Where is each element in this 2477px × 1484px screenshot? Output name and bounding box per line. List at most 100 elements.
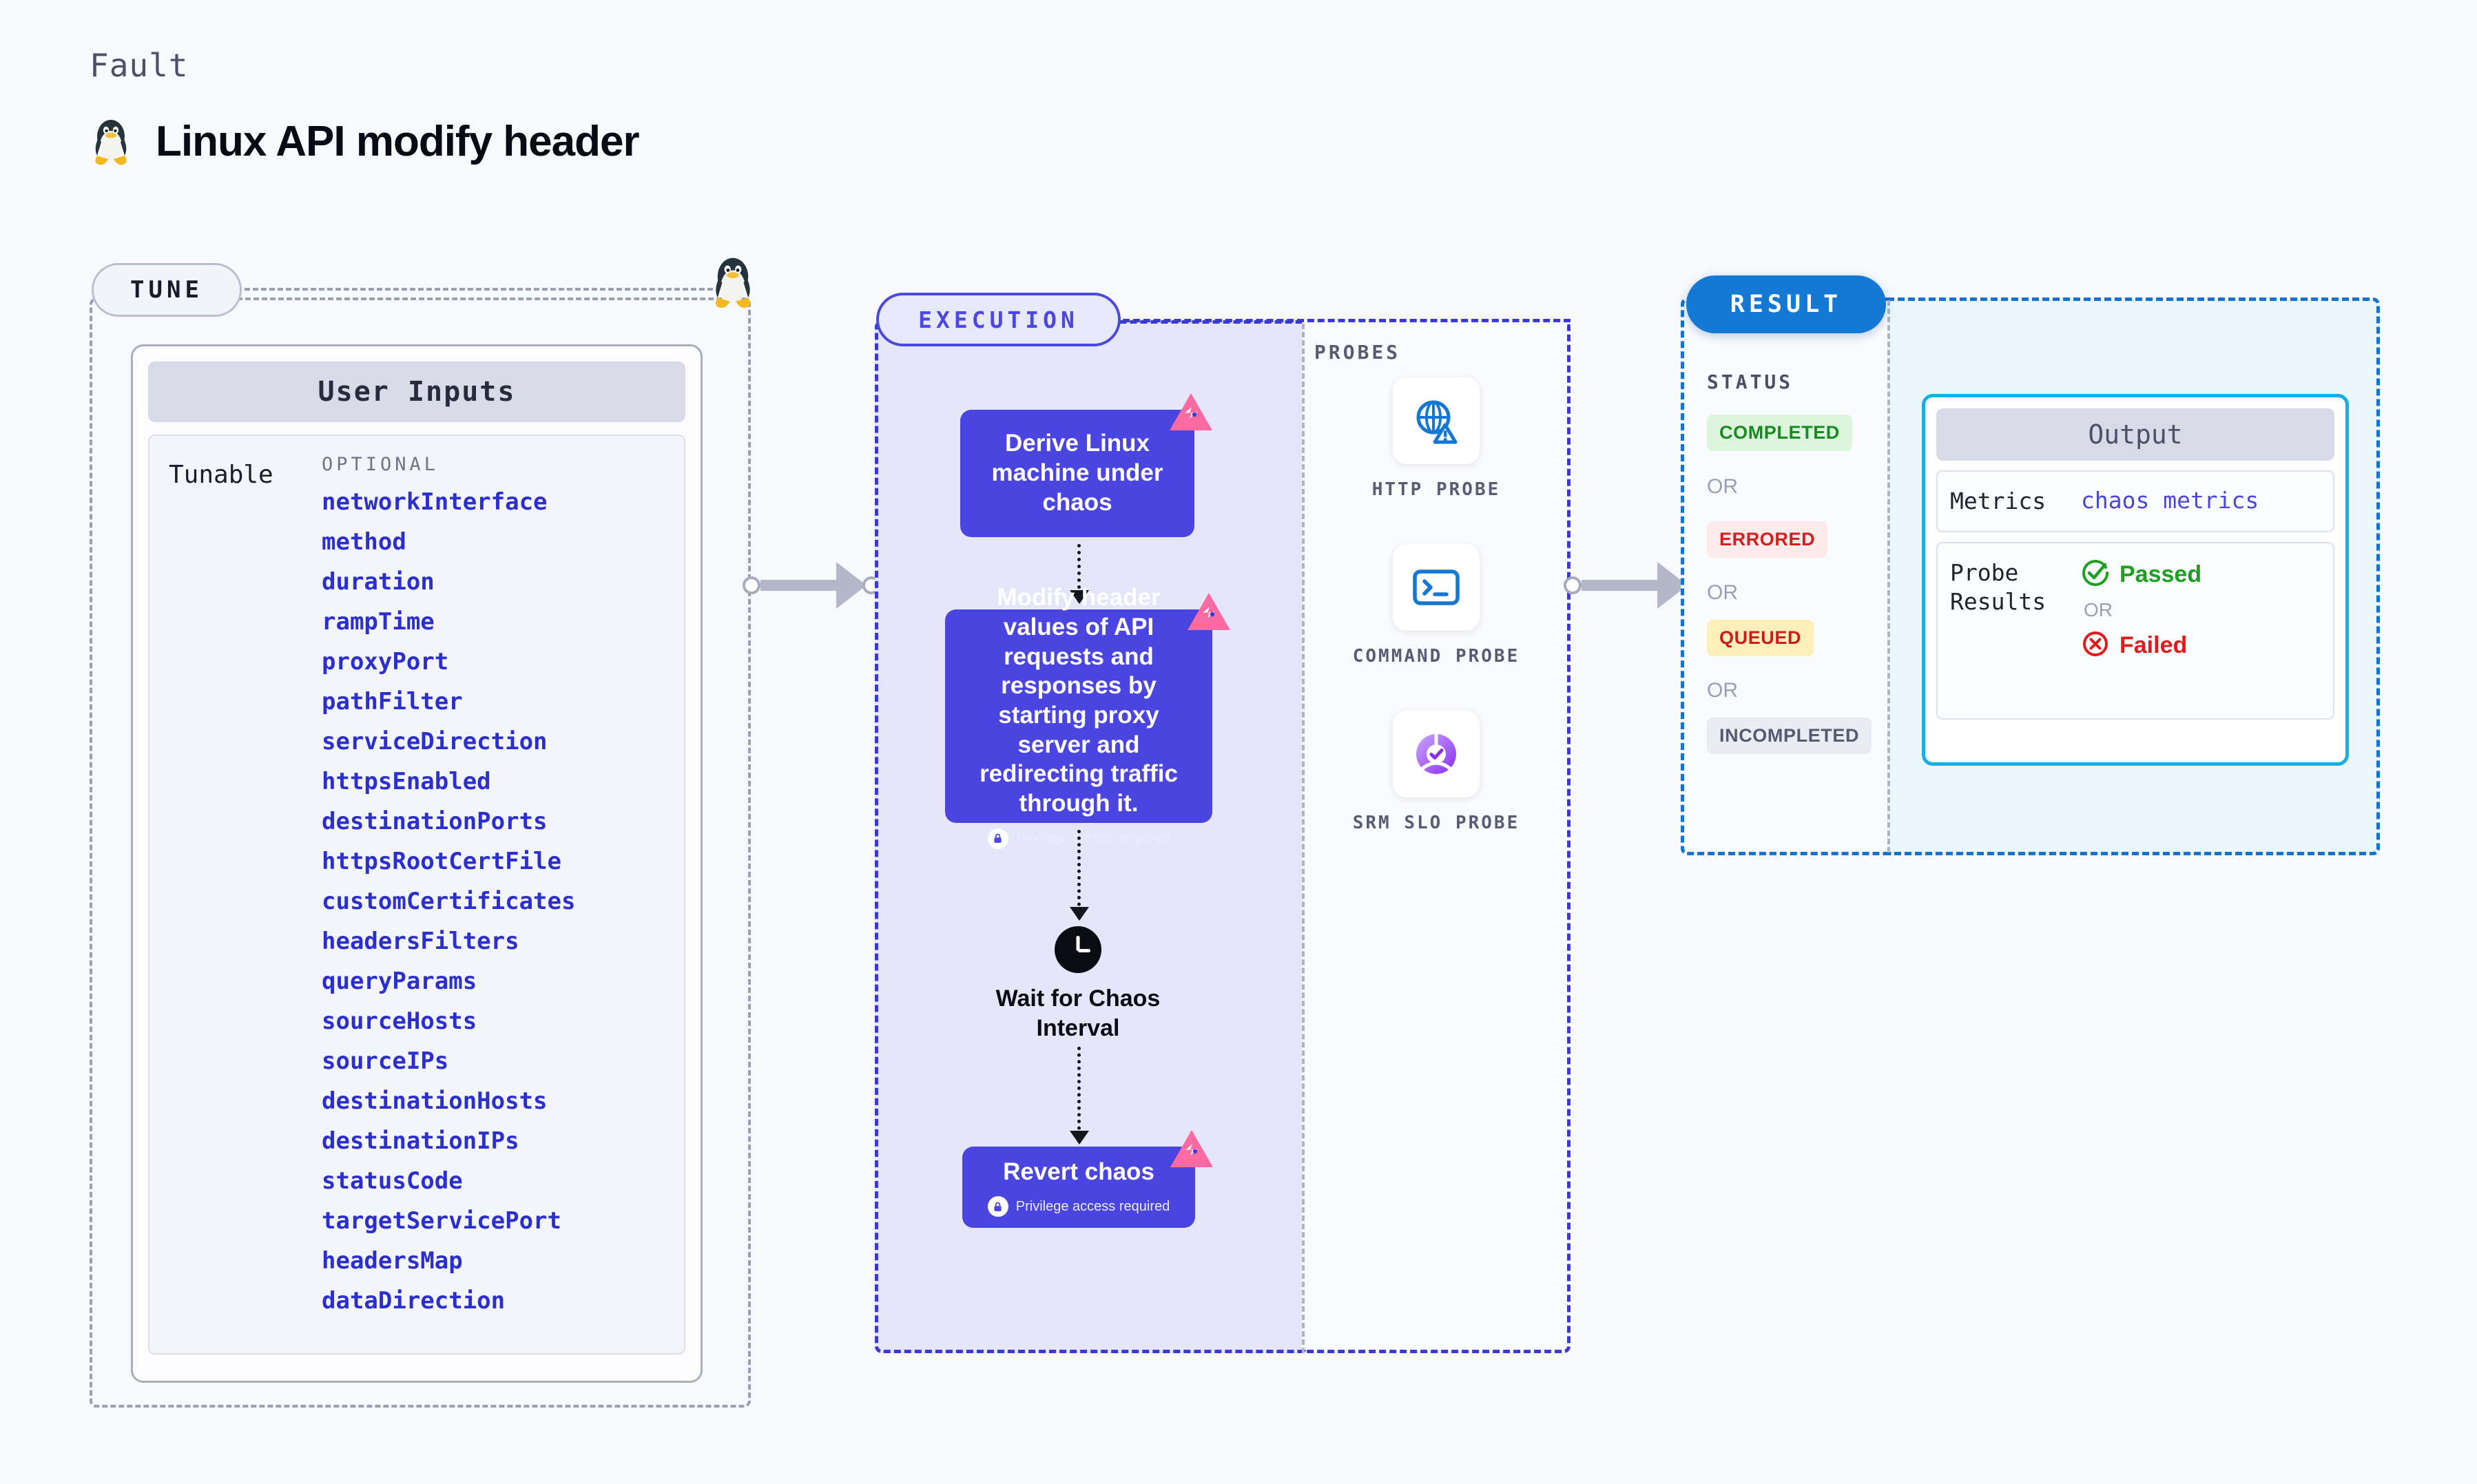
tune-section-label[interactable]: TUNE (92, 263, 242, 317)
probes-section-label: PROBES (1314, 341, 1401, 364)
param-item[interactable]: customCertificates (322, 888, 576, 915)
chaos-badge-icon (1186, 592, 1232, 636)
param-item[interactable]: headersMap (322, 1247, 463, 1275)
flow-arrow (1070, 1047, 1089, 1145)
param-item[interactable]: dataDirection (322, 1287, 506, 1315)
execution-connector-line (1123, 319, 1571, 322)
param-item[interactable]: headersFilters (322, 928, 519, 955)
probe-label: HTTP PROBE (1371, 479, 1501, 500)
slo-donut-check-icon (1393, 711, 1480, 797)
chaos-badge-icon (1168, 392, 1214, 437)
lock-icon (987, 1196, 1008, 1217)
user-inputs-card: User Inputs Tunable OPTIONAL networkInte… (131, 344, 703, 1383)
param-item[interactable]: pathFilter (322, 688, 463, 715)
param-item[interactable]: httpsEnabled (322, 768, 491, 795)
terminal-icon (1393, 544, 1480, 631)
connector-dot (743, 576, 760, 594)
privilege-note-text: Privilege access required (1015, 1198, 1170, 1214)
chaos-badge-icon (1169, 1129, 1214, 1173)
param-item[interactable]: sourceHosts (322, 1007, 477, 1035)
or-separator: OR (1707, 679, 1738, 702)
output-metrics-row: Metrics chaos metrics (1936, 470, 2334, 533)
privilege-note: Privilege access required (987, 1196, 1170, 1217)
tunable-group-label: Tunable (169, 461, 273, 489)
or-separator: OR (1707, 475, 1738, 498)
execution-node-modify-header[interactable]: Modify header values of API requests and… (945, 584, 1230, 849)
status-label: STATUS (1707, 370, 1794, 393)
result-divider (1887, 300, 1890, 853)
wait-label: Wait for Chaos Interval (995, 985, 1161, 1041)
result-section-label[interactable]: RESULT (1686, 275, 1886, 333)
execution-node-derive[interactable]: Derive Linux machine under chaos (960, 393, 1212, 537)
param-item[interactable]: networkInterface (322, 488, 548, 516)
x-circle-icon (2081, 629, 2110, 662)
optional-label: OPTIONAL (322, 454, 439, 475)
node-title: Modify header values of API requests and… (980, 584, 1178, 817)
or-separator: OR (2084, 599, 2113, 621)
param-item[interactable]: method (322, 528, 406, 556)
param-item[interactable]: duration (322, 568, 435, 596)
output-card: Output Metrics chaos metrics Probe Resul… (1922, 394, 2349, 766)
metrics-value-link[interactable]: chaos metrics (2081, 487, 2259, 514)
connector-bar (760, 580, 838, 591)
check-circle-icon (2081, 558, 2110, 591)
status-badge-errored: ERRORED (1707, 521, 1828, 558)
param-item[interactable]: queryParams (322, 968, 477, 995)
param-item[interactable]: statusCode (322, 1167, 463, 1195)
probes-divider (1302, 324, 1305, 1353)
privilege-note-text: Privilege access required (1015, 830, 1170, 846)
status-badge-incompleted: INCOMPLETED (1707, 718, 1872, 754)
param-item[interactable]: sourceIPs (322, 1047, 449, 1075)
flow-arrow (1070, 544, 1089, 604)
param-item[interactable]: destinationHosts (322, 1087, 548, 1115)
param-item[interactable]: destinationPorts (322, 808, 548, 835)
linux-penguin-icon (90, 116, 132, 167)
connector-arrowhead (836, 562, 867, 609)
execution-section-label[interactable]: EXECUTION (876, 293, 1121, 346)
or-separator: OR (1707, 581, 1738, 604)
failed-label: Failed (2120, 632, 2188, 659)
probe-results-values: Passed OR Failed (2081, 558, 2201, 662)
probe-command[interactable]: COMMAND PROBE (1350, 544, 1522, 669)
page-kicker: Fault (90, 47, 189, 84)
clock-icon (1055, 926, 1101, 973)
tune-connector-line (245, 288, 713, 291)
probes-panel (1302, 320, 1571, 1353)
tune-panel (90, 297, 751, 1408)
probe-http[interactable]: HTTP PROBE (1350, 377, 1522, 502)
connector-dot (1564, 576, 1582, 594)
page-title: Linux API modify header (156, 117, 640, 165)
param-item[interactable]: destinationIPs (322, 1127, 519, 1155)
output-probe-results-row: Probe Results Passed OR (1936, 542, 2334, 720)
privilege-note: Privilege access required (987, 828, 1170, 849)
linux-penguin-icon (708, 253, 758, 313)
probe-results-key: Probe Results (1950, 559, 2046, 616)
connector-bar (1582, 580, 1659, 591)
probe-label: SRM SLO PROBE (1352, 813, 1520, 833)
wait-for-chaos-interval: Wait for Chaos Interval (975, 926, 1181, 1043)
status-badge-completed: COMPLETED (1707, 415, 1852, 451)
probe-result-passed: Passed (2081, 558, 2201, 591)
lock-icon (987, 828, 1008, 849)
result-panel (1681, 297, 1887, 855)
node-title: Derive Linux machine under chaos (991, 430, 1163, 516)
param-item[interactable]: proxyPort (322, 648, 449, 676)
param-item[interactable]: httpsRootCertFile (322, 848, 561, 875)
param-item[interactable]: serviceDirection (322, 728, 548, 755)
passed-label: Passed (2120, 561, 2202, 588)
flow-arrow (1070, 830, 1089, 921)
param-item[interactable]: targetServicePort (322, 1207, 561, 1235)
probe-result-failed: Failed (2081, 629, 2201, 662)
tunable-params-list: OPTIONAL networkInterface method duratio… (322, 454, 684, 1353)
page-title-row: Linux API modify header (90, 116, 640, 167)
user-inputs-body: Tunable OPTIONAL networkInterface method… (148, 435, 685, 1355)
execution-node-revert-chaos[interactable]: Revert chaos Privilege access required (962, 1130, 1213, 1228)
status-badge-queued: QUEUED (1707, 620, 1814, 656)
param-item[interactable]: rampTime (322, 608, 435, 636)
probe-label: COMMAND PROBE (1352, 646, 1520, 667)
probe-srm-slo[interactable]: SRM SLO PROBE (1350, 711, 1522, 835)
node-title: Revert chaos (1003, 1158, 1154, 1185)
connector-tune-to-execution (743, 562, 880, 609)
output-title: Output (1936, 408, 2334, 461)
